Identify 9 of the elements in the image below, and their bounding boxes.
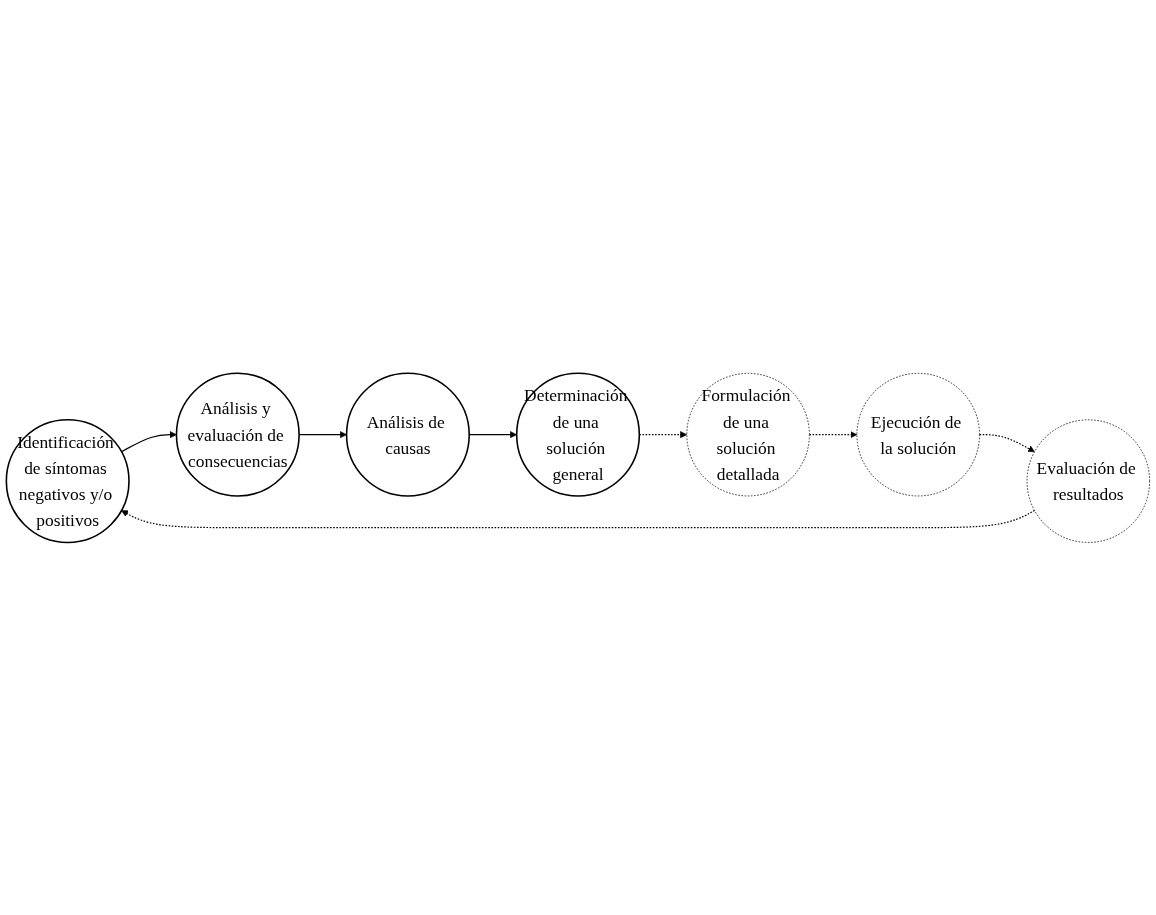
arrow [121, 509, 1036, 528]
node-circle: Identificación de síntomas negativos y/o positivos [5, 418, 130, 543]
node-circle: Evaluación de resultados [1026, 419, 1151, 543]
arrow [978, 433, 1035, 452]
node-circle: Ejecución de la solución [856, 372, 980, 496]
arrow [120, 430, 177, 452]
node-circle: Análisis y evaluación de consecuencias [175, 372, 300, 497]
node-circle: Formulación de una solución detallada [686, 372, 810, 496]
node-circle: Análisis de causas [345, 372, 470, 497]
